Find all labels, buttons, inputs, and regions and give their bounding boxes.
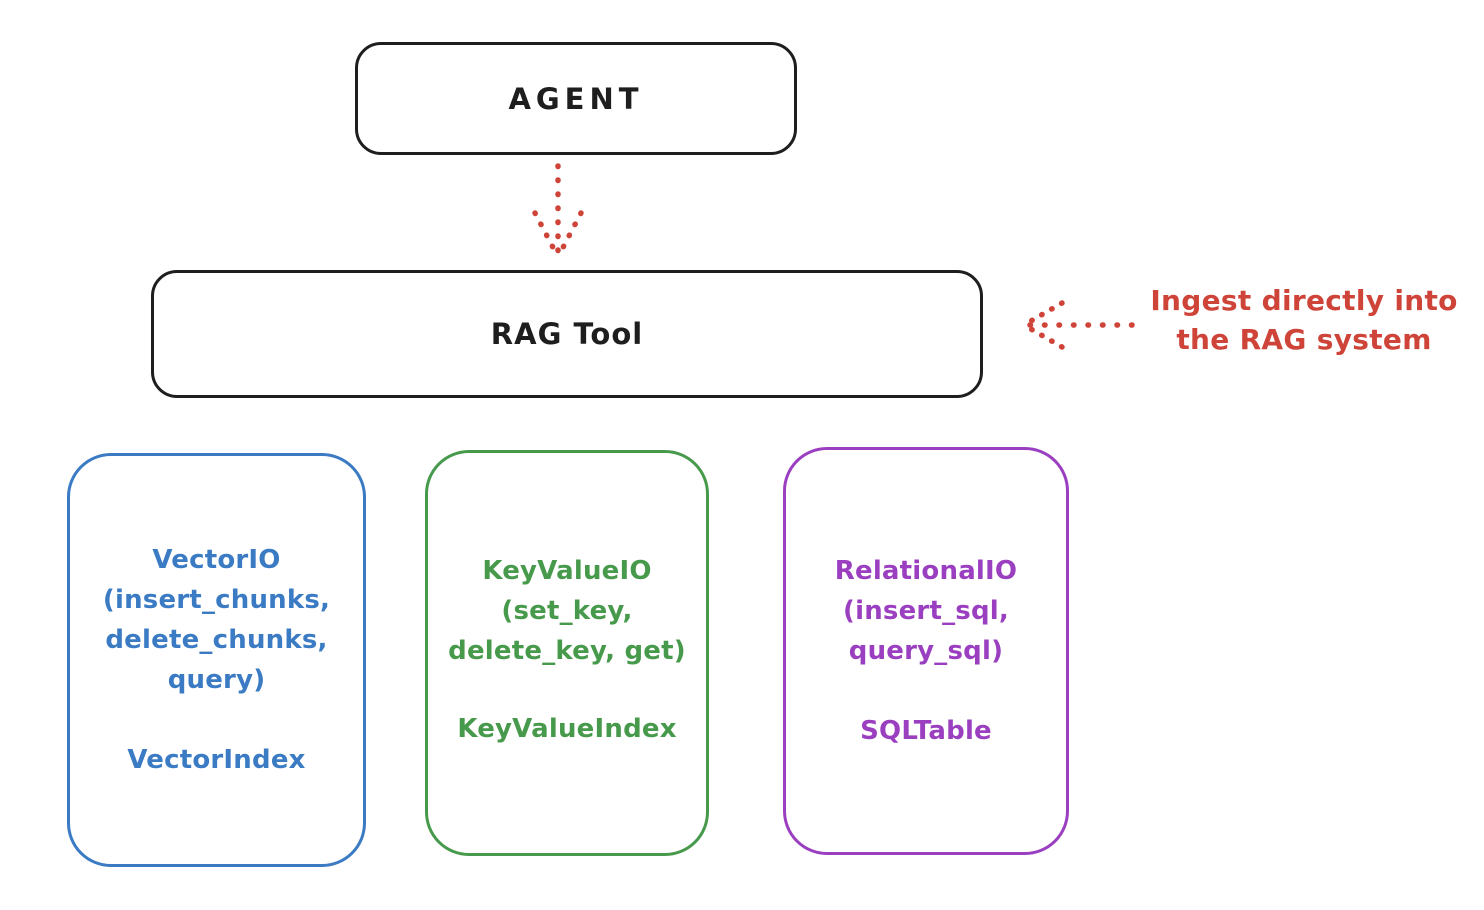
agent-to-rag-arrow-icon	[518, 160, 598, 266]
relational-io-text: RelationalIO (insert_sql, query_sql)	[786, 450, 1066, 671]
agent-box: AGENT	[355, 42, 797, 155]
card-text-line: delete_key, get)	[448, 636, 686, 666]
agent-label: AGENT	[508, 81, 644, 116]
card-text-line: KeyValueIO	[482, 556, 652, 586]
vector-index-label: VectorIndex	[127, 745, 306, 775]
card-text-line: (insert_sql,	[843, 596, 1009, 626]
card-text-line: RelationalIO	[834, 556, 1018, 586]
card-text-line: (insert_chunks,	[102, 585, 331, 615]
card-text-line: delete_chunks,	[105, 625, 328, 655]
card-text-line: query_sql)	[848, 636, 1004, 666]
ingest-annotation-line1: Ingest directly into	[1150, 284, 1458, 317]
card-text-line: (set_key,	[501, 596, 633, 626]
relational-io-card: RelationalIO (insert_sql, query_sql) SQL…	[783, 447, 1069, 855]
key-value-io-card: KeyValueIO (set_key, delete_key, get) Ke…	[425, 450, 709, 856]
ingest-annotation: Ingest directly into the RAG system	[1128, 281, 1480, 359]
vector-io-card: VectorIO (insert_chunks, delete_chunks, …	[67, 453, 366, 867]
rag-tool-box: RAG Tool	[151, 270, 983, 398]
card-text-line: query)	[167, 665, 266, 695]
sql-table-label: SQLTable	[860, 716, 992, 746]
ingest-annotation-line2: the RAG system	[1176, 323, 1432, 356]
vector-io-text: VectorIO (insert_chunks, delete_chunks, …	[70, 456, 363, 700]
rag-tool-label: RAG Tool	[490, 317, 644, 351]
key-value-io-text: KeyValueIO (set_key, delete_key, get)	[428, 453, 706, 671]
card-text-line: VectorIO	[152, 545, 281, 575]
key-value-index-label: KeyValueIndex	[457, 714, 677, 744]
ingest-arrow-icon	[1012, 292, 1138, 358]
